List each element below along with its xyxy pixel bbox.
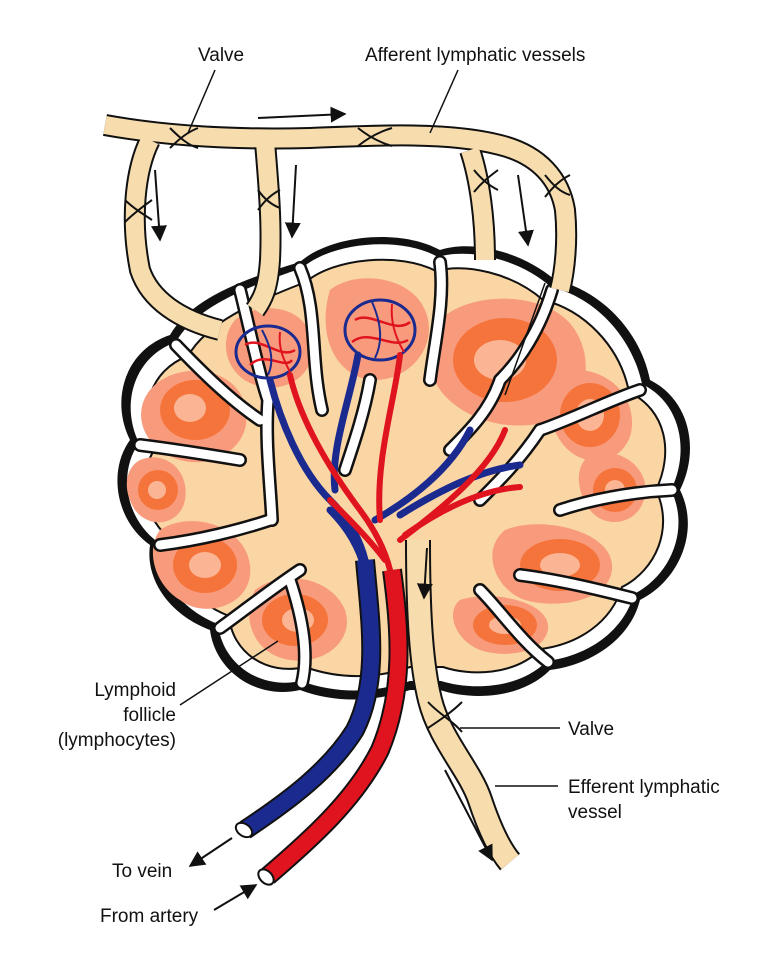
flow-arrows — [150, 106, 534, 911]
leader-lines — [179, 69, 560, 787]
flow-arrow-from-artery — [213, 884, 258, 911]
label-afferent-vessels: Afferent lymphatic vessels — [365, 45, 586, 66]
label-valve-top: Valve — [198, 45, 245, 66]
artery-branches — [287, 352, 523, 573]
afferent-valves — [124, 127, 571, 223]
capillary-network-right — [343, 298, 417, 362]
follicle-outer — [325, 278, 429, 380]
main-artery — [257, 568, 409, 886]
artery-opening — [257, 868, 275, 886]
flow-arrow — [284, 164, 301, 239]
flow-arrow-to-vein — [188, 837, 233, 867]
label-follicle: follicle — [123, 705, 176, 726]
label-efferent-line2: vessel — [568, 802, 622, 823]
flow-arrow — [150, 169, 167, 242]
main-vein — [234, 559, 382, 839]
trabeculae — [133, 255, 679, 690]
efferent-vessel — [405, 539, 521, 871]
lymph-node — [117, 236, 691, 700]
capillary-network-left — [234, 324, 302, 380]
label-lymphoid: Lymphoid — [94, 680, 176, 701]
vein-branches — [266, 351, 524, 574]
label-valve-bottom: Valve — [568, 719, 615, 740]
label-lymphocytes: (lymphocytes) — [57, 730, 176, 751]
flow-arrow — [416, 547, 433, 600]
leader-follicle — [179, 640, 279, 706]
flow-arrow — [257, 106, 347, 123]
efferent-valve — [427, 701, 463, 733]
label-to-vein: To vein — [112, 861, 173, 882]
leader-afferent-2 — [504, 282, 546, 396]
label-from-artery: From artery — [100, 906, 199, 927]
flow-arrow — [444, 769, 493, 862]
label-efferent-line1: Efferent lymphatic — [568, 777, 720, 798]
leader-afferent — [429, 69, 459, 134]
vein-opening — [234, 821, 254, 839]
afferent-vessels — [103, 114, 578, 341]
leader-valve-top — [187, 69, 216, 134]
flow-arrow — [517, 174, 534, 247]
